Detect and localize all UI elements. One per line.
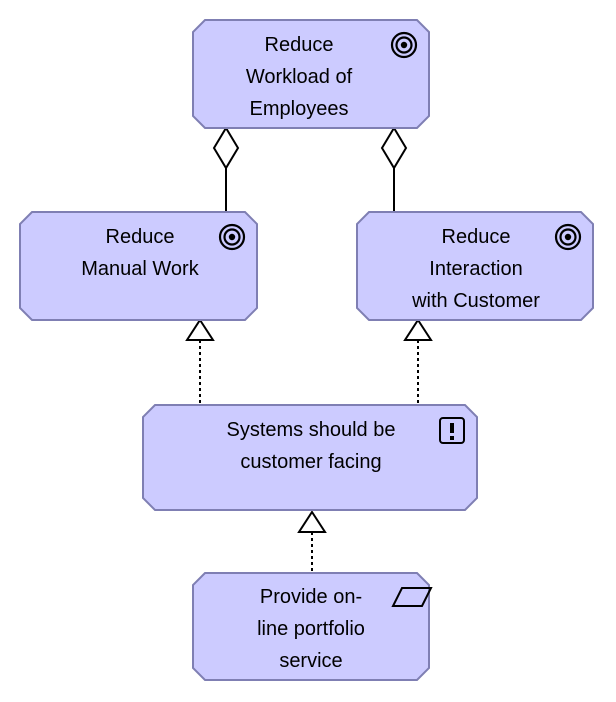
label-line: Reduce [264,34,334,56]
aggregation-diamond-left [212,126,240,170]
principle-label: Systems should be customer facing [181,414,441,478]
goal-target-icon [554,223,582,251]
label-line: service [279,650,343,672]
goal-label-workload: Reduce Workload of Employees [213,29,385,125]
label-line: Reduce [105,226,175,248]
label-line: with Customer [412,290,540,312]
principle-exclamation-icon [439,417,465,444]
requirement-node[interactable] [192,572,430,681]
goal-label-interaction: Reduce Interaction with Customer [376,221,576,317]
label-line: Manual Work [81,258,199,280]
label-line: Interaction [429,258,523,280]
connectors [185,126,433,573]
label-line: Provide on- [259,586,363,608]
goal-node-manual-work[interactable] [19,211,258,321]
principle-node[interactable] [142,404,478,511]
nodes [19,19,594,681]
label-line: Systems should be [226,419,396,441]
requirement-parallelogram-icon [391,587,433,607]
label-line: Employees [249,98,349,120]
goal-node-workload[interactable] [192,19,430,129]
realization-arrowhead-right [403,318,433,341]
aggregation-diamond-right [380,126,408,170]
goal-target-icon [218,223,246,251]
realization-arrowhead-left [185,318,215,341]
goal-label-manual-work: Reduce Manual Work [40,221,240,285]
realization-arrowhead-bottom [297,510,327,533]
label-line: Reduce [441,226,511,248]
goal-target-icon [390,31,418,59]
goal-node-interaction[interactable] [356,211,594,321]
label-line: customer facing [240,451,382,473]
label-line: line portfolio [257,618,365,640]
label-line: Workload of [245,66,353,88]
requirement-label: Provide on- line portfolio service [221,581,401,677]
